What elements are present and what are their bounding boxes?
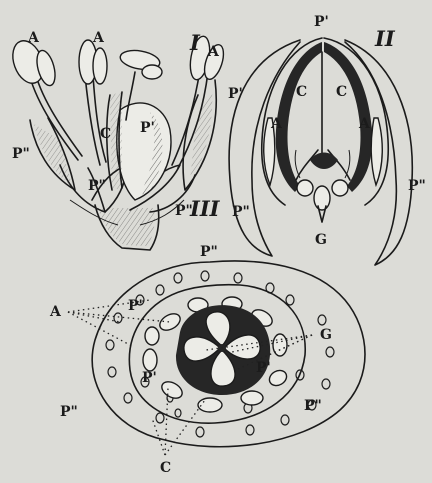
label-p1-fig1: P' (140, 120, 155, 136)
label-p2-fig3-left: P" (60, 404, 78, 420)
label-a-fig1-right: A (207, 44, 220, 60)
label-p2-fig3-right: P" (304, 398, 322, 414)
label-p2-fig3-top: P" (200, 244, 218, 260)
label-a-fig2-right: A (358, 116, 371, 132)
figure-2-flower-section (229, 38, 412, 265)
figure-3-cross-section (68, 261, 365, 455)
label-c-fig3: C (160, 460, 171, 476)
label-p1-fig2: P' (314, 14, 329, 30)
inner-petal (117, 103, 171, 200)
label-p1-fig3-right: P' (256, 360, 271, 376)
figure-1-numeral: I (189, 30, 201, 55)
label-a-fig1-middle: A (92, 30, 105, 46)
figure-2-numeral: II (374, 26, 396, 51)
label-g-fig3: G (320, 327, 332, 343)
label-p1-fig3-top: P' (128, 298, 143, 314)
label-p2-fig2-right: P" (408, 178, 426, 194)
label-c-fig2-left: C (296, 84, 307, 100)
label-c-fig1: C (100, 126, 111, 142)
label-p2-fig1-bottom: P" (88, 178, 106, 194)
label-c-fig2-right: C (336, 84, 347, 100)
label-p2-fig2-left: P" (232, 204, 250, 220)
label-a-fig2-left: A (270, 116, 283, 132)
label-a-fig3: A (49, 304, 62, 320)
label-g-fig2: G (315, 232, 327, 248)
label-a-fig1-left: A (27, 30, 40, 46)
label-p1-fig1-right: P' (228, 86, 243, 102)
label-p2-fig1-left: P" (12, 146, 30, 162)
label-p1-fig3-left: P' (142, 370, 157, 386)
figure-3-numeral: III (189, 196, 221, 221)
